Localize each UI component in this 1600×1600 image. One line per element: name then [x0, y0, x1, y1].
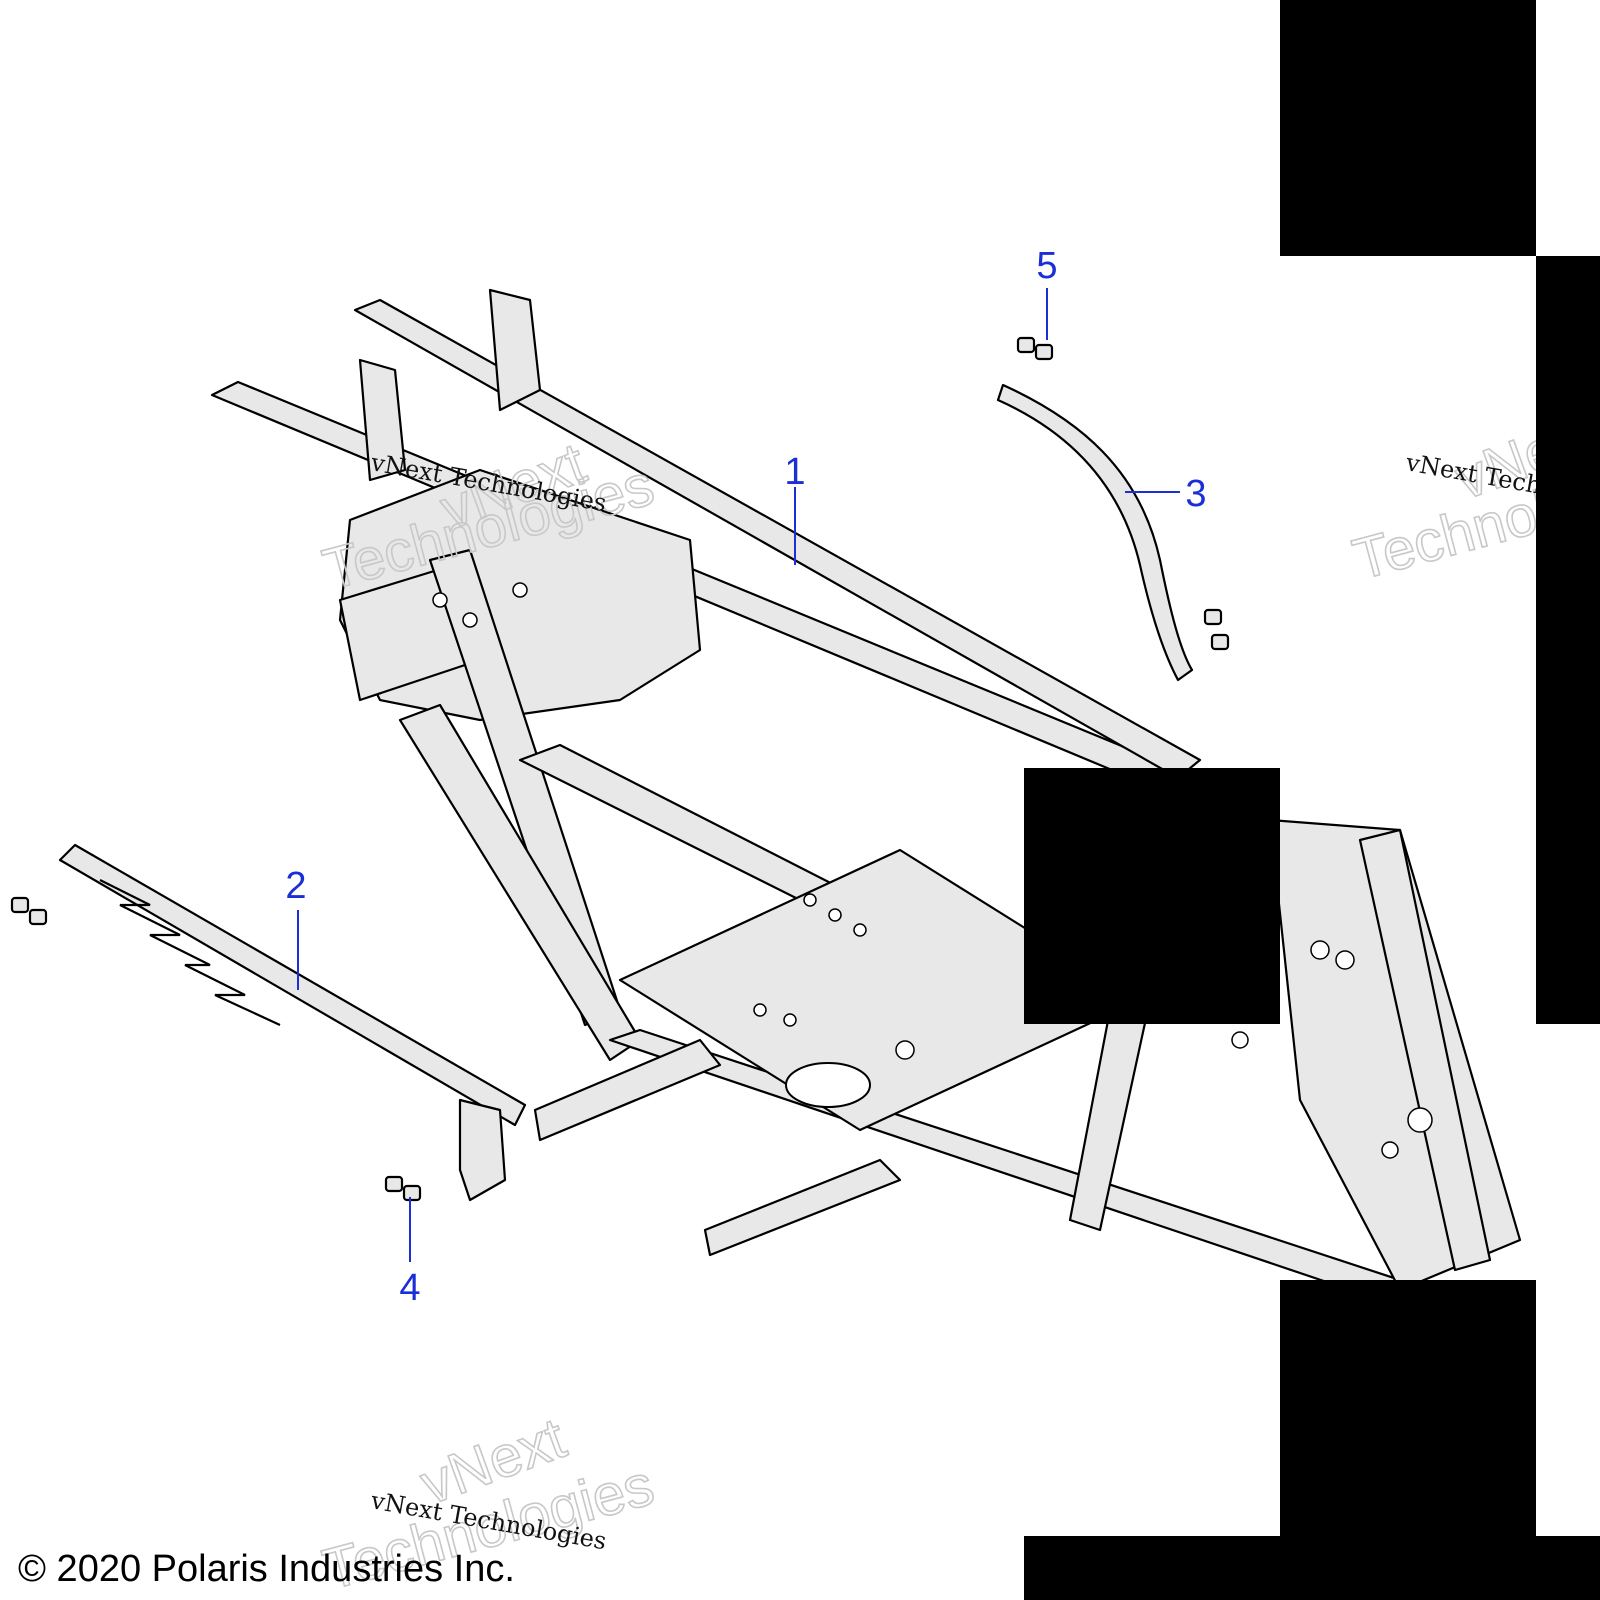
callout-2-label: 2: [285, 865, 306, 907]
callout-5-label: 5: [1036, 245, 1057, 287]
callout-3-label: 3: [1185, 473, 1206, 515]
redaction-block: [1024, 768, 1280, 1024]
callout-3: 3: [1125, 473, 1207, 515]
callout-1: 1: [784, 451, 806, 565]
redaction-block: [1024, 1536, 1600, 1600]
callout-1-label: 1: [784, 451, 805, 493]
redaction-block: [1536, 256, 1600, 1024]
bolt-icons: [10, 336, 1230, 1202]
side-rail-part: [58, 843, 527, 1202]
copyright-text: © 2020 Polaris Industries Inc.: [18, 1548, 515, 1590]
callout-5: 5: [1036, 245, 1058, 340]
main-frame-part: [210, 288, 1522, 1302]
brace-strap-part: [996, 383, 1194, 682]
callout-2: 2: [285, 865, 307, 990]
redaction-block: [1280, 1280, 1536, 1536]
redaction-block: [1280, 0, 1536, 256]
callout-4: 4: [399, 1197, 421, 1309]
callout-4-label: 4: [399, 1267, 420, 1309]
redaction-blocks: [1024, 0, 1600, 1600]
